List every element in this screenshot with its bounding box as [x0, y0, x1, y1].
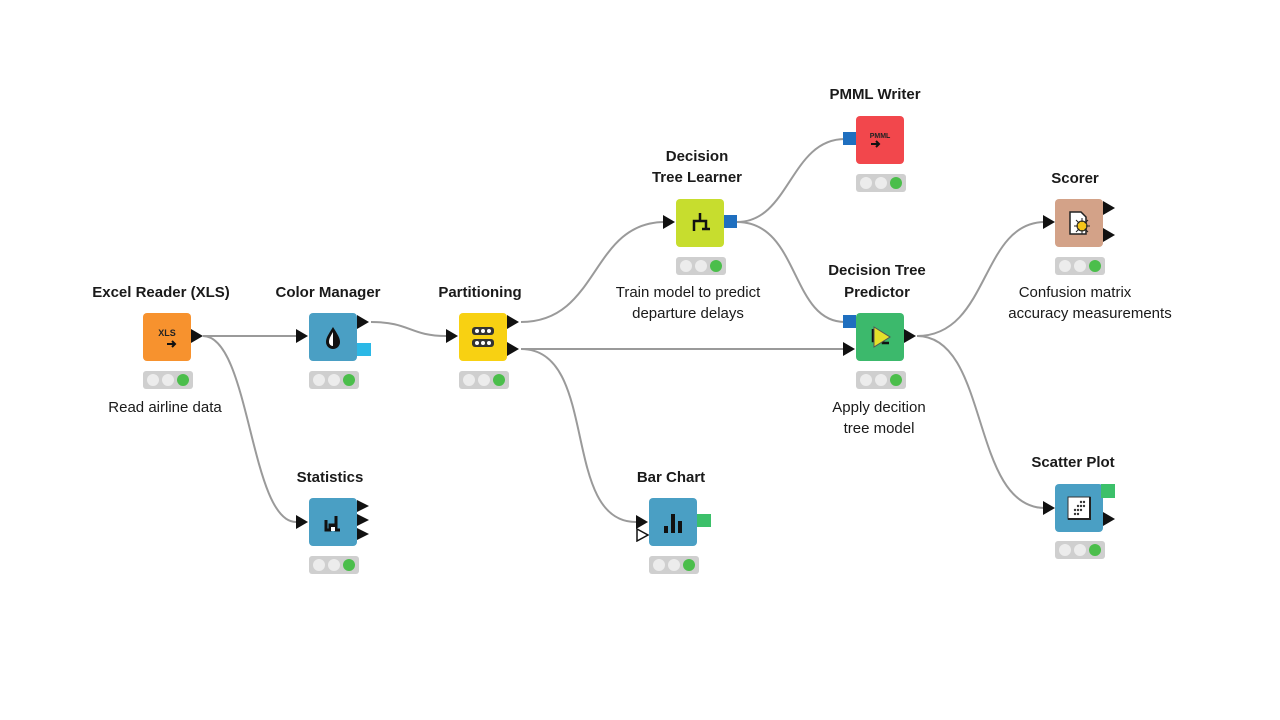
output-port-accuracy[interactable] — [1103, 228, 1117, 242]
output-port-view[interactable] — [1101, 484, 1115, 498]
input-port-model[interactable] — [843, 132, 856, 145]
predictor-icon — [871, 326, 891, 348]
scorer-icon — [1069, 211, 1090, 235]
output-port-test[interactable] — [507, 342, 521, 356]
node-description-line-1: Confusion matrix — [1018, 284, 1132, 301]
input-port-data[interactable] — [1043, 501, 1057, 515]
node-box[interactable]: PMML — [856, 116, 904, 164]
output-port-confusion-matrix[interactable] — [1103, 201, 1117, 215]
node-title: Scatter Plot — [1031, 454, 1115, 471]
xls-reader-icon: XLS — [158, 328, 177, 348]
node-box[interactable]: XLS — [143, 313, 191, 361]
status-indicator — [459, 371, 509, 389]
node-box[interactable] — [459, 313, 507, 361]
node-title-line-1: Decision Tree — [828, 262, 926, 279]
input-port-optional[interactable] — [636, 528, 650, 542]
node-title-line-1: Decision — [665, 148, 729, 165]
input-port-data[interactable] — [663, 215, 677, 229]
node-title-line-2: Predictor — [844, 284, 910, 301]
connection-partitioning-to-learner[interactable] — [520, 221, 666, 323]
node-title: Color Manager — [275, 284, 381, 301]
input-port-data[interactable] — [636, 515, 650, 529]
node-box[interactable] — [1055, 484, 1103, 532]
connection-predictor-to-scorer[interactable] — [916, 221, 1046, 337]
connection-partitioning-to-bar-chart[interactable] — [520, 348, 637, 523]
output-port-data[interactable] — [357, 315, 371, 329]
statistics-icon — [324, 516, 340, 532]
scatter-plot-icon — [1067, 496, 1091, 520]
status-indicator — [309, 371, 359, 389]
node-title: Statistics — [296, 469, 364, 486]
connection-color-manager-to-partitioning[interactable] — [370, 321, 447, 337]
node-title-line-2: Tree Learner — [651, 169, 743, 186]
status-indicator — [143, 371, 193, 389]
node-box[interactable] — [309, 498, 357, 546]
node-title: Excel Reader (XLS) — [92, 284, 230, 301]
input-port-data[interactable] — [1043, 215, 1057, 229]
connection-predictor-to-scatter-plot[interactable] — [916, 335, 1046, 509]
status-indicator — [856, 371, 906, 389]
status-indicator — [1055, 541, 1105, 559]
output-port-data-3[interactable] — [357, 528, 371, 540]
output-port-view[interactable] — [697, 514, 711, 527]
connection-learner-to-predictor[interactable] — [736, 221, 846, 323]
bar-chart-icon — [664, 514, 682, 533]
node-box[interactable] — [856, 313, 904, 361]
node-box[interactable] — [649, 498, 697, 546]
input-port-data[interactable] — [446, 329, 460, 343]
node-description-line-1: Train model to predict — [615, 284, 761, 301]
partition-icon — [472, 327, 494, 347]
node-box[interactable] — [676, 199, 724, 247]
node-description-line-2: tree model — [843, 420, 915, 437]
node-description-line-2: departure delays — [632, 305, 744, 322]
node-title: Partitioning — [438, 284, 522, 301]
node-title: PMML Writer — [829, 86, 921, 103]
output-port-data[interactable] — [191, 329, 205, 343]
pmml-writer-icon: PMML — [870, 133, 891, 148]
input-port-data[interactable] — [296, 515, 310, 529]
color-drop-icon — [326, 327, 340, 349]
output-port-color-model[interactable] — [357, 343, 371, 356]
status-indicator — [676, 257, 726, 275]
tree-learner-icon — [692, 213, 710, 231]
output-port-train[interactable] — [507, 315, 521, 329]
status-indicator — [649, 556, 699, 574]
status-indicator — [1055, 257, 1105, 275]
node-title: Bar Chart — [636, 469, 706, 486]
status-indicator — [309, 556, 359, 574]
node-description-line-2: accuracy measurements — [1008, 305, 1172, 322]
input-port-data[interactable] — [843, 342, 857, 356]
icon-text: XLS — [158, 328, 176, 338]
output-port-data[interactable] — [1103, 512, 1117, 526]
input-port-model[interactable] — [843, 315, 856, 328]
node-description: Read airline data — [108, 399, 222, 416]
output-port-data[interactable] — [904, 329, 918, 343]
node-description-line-1: Apply decition — [832, 399, 926, 416]
input-port-data[interactable] — [296, 329, 310, 343]
output-port-data-2[interactable] — [357, 514, 371, 526]
node-box[interactable] — [309, 313, 357, 361]
connection-learner-to-pmml[interactable] — [736, 138, 846, 223]
node-title: Scorer — [1051, 170, 1099, 187]
node-box[interactable] — [1055, 199, 1103, 247]
status-indicator — [856, 174, 906, 192]
connection-excel-to-statistics[interactable] — [202, 335, 297, 523]
icon-text: PMML — [870, 133, 891, 140]
output-port-model[interactable] — [724, 215, 737, 228]
output-port-data-1[interactable] — [357, 500, 371, 512]
